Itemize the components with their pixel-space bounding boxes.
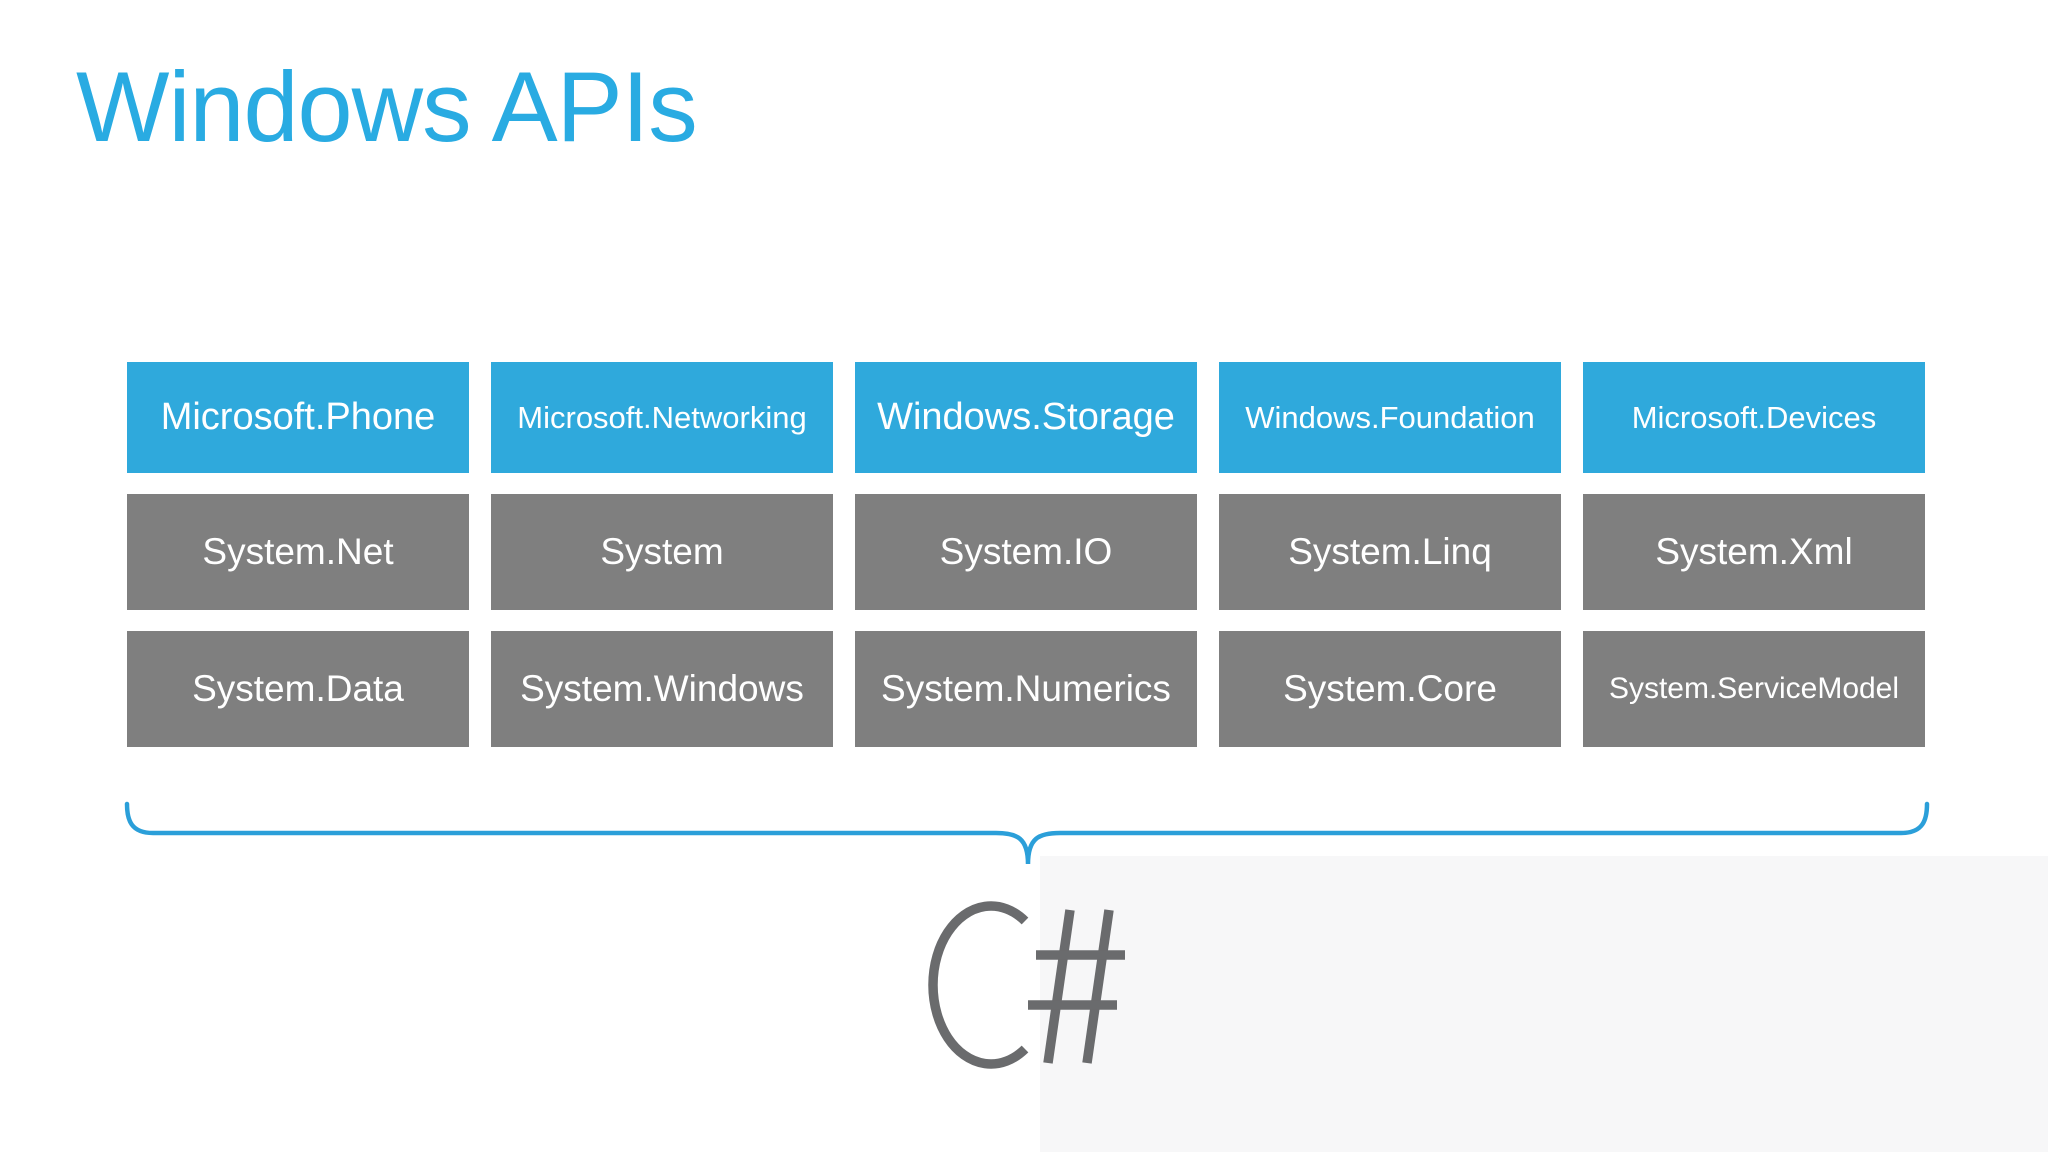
api-box-label: Microsoft.Devices <box>1631 399 1877 435</box>
api-box-label: System.Windows <box>520 668 804 709</box>
api-box-label: System.Linq <box>1288 531 1492 572</box>
api-box: System.Core <box>1219 631 1561 747</box>
api-box-label: System.Numerics <box>881 668 1171 709</box>
csharp-label <box>928 901 1125 1069</box>
api-box-label: System <box>600 531 724 572</box>
api-box: System.ServiceModel <box>1583 631 1925 747</box>
api-box: System.Xml <box>1583 494 1925 610</box>
api-box: System <box>491 494 833 610</box>
api-box: Microsoft.Networking <box>491 362 833 473</box>
api-box-label: System.ServiceModel <box>1608 672 1900 705</box>
api-box-label: System.IO <box>939 531 1113 572</box>
api-box: System.Net <box>127 494 469 610</box>
api-box-label: System.Core <box>1283 668 1497 709</box>
api-box-label: Windows.Foundation <box>1245 399 1535 435</box>
api-box: System.Windows <box>491 631 833 747</box>
api-box: System.Linq <box>1219 494 1561 610</box>
api-box: Microsoft.Phone <box>127 362 469 473</box>
api-box: System.Numerics <box>855 631 1197 747</box>
api-box-label: Windows.Storage <box>877 396 1175 438</box>
api-grid: Microsoft.Phone Microsoft.Networking Windo… <box>127 362 1925 747</box>
api-box: Windows.Storage <box>855 362 1197 473</box>
api-box: Microsoft.Devices <box>1583 362 1925 473</box>
api-box-label: Microsoft.Networking <box>517 399 807 435</box>
api-box-label: Microsoft.Phone <box>160 396 436 438</box>
api-box-label: System.Net <box>202 531 394 572</box>
page-title: Windows APIs <box>76 51 698 162</box>
api-box-label: System.Data <box>192 668 404 709</box>
bottom-right-panel <box>1040 856 2048 1152</box>
api-box: System.IO <box>855 494 1197 610</box>
curly-brace <box>124 801 1930 865</box>
api-box-label: System.Xml <box>1655 531 1853 572</box>
api-box: System.Data <box>127 631 469 747</box>
api-box: Windows.Foundation <box>1219 362 1561 473</box>
